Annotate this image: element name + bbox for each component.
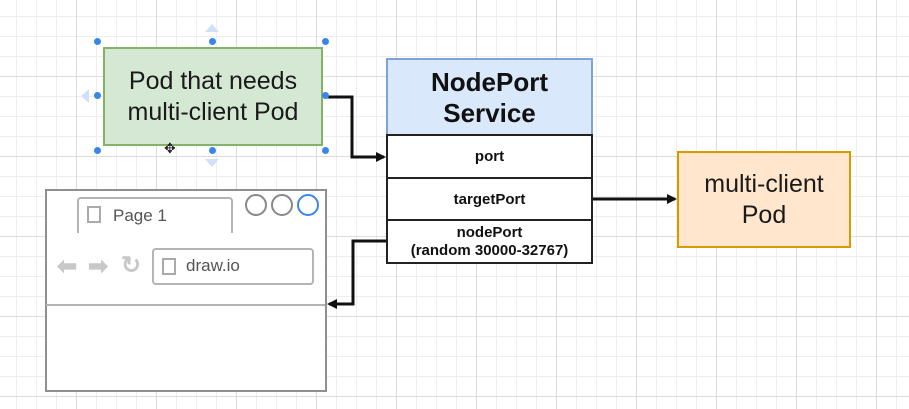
- arrow-pod-to-port: [326, 95, 386, 162]
- selection-handle[interactable]: [322, 38, 329, 45]
- page-icon: [162, 258, 176, 275]
- arrow-nodeport-to-browser: [327, 239, 386, 309]
- selection-handle[interactable]: [94, 38, 101, 45]
- back-arrow-icon: ⬅: [57, 253, 78, 280]
- refresh-icon: ↻: [121, 252, 142, 279]
- selection-handle[interactable]: [209, 147, 216, 154]
- url-text: draw.io: [186, 256, 240, 275]
- service-row-port[interactable]: port: [474, 148, 505, 165]
- forward-arrow-icon: ➡: [88, 253, 109, 280]
- window-button-circle: [297, 194, 319, 216]
- divider: [386, 177, 593, 179]
- pod-left-box[interactable]: Pod that needs multi-client Pod: [103, 47, 323, 146]
- connect-arrow-up-icon[interactable]: [205, 24, 219, 32]
- url-field: [152, 248, 314, 285]
- move-cursor-icon: ✥: [164, 140, 176, 156]
- connect-arrow-down-icon[interactable]: [205, 159, 219, 167]
- divider: [386, 219, 593, 221]
- selection-handle[interactable]: [94, 92, 101, 99]
- window-button-circle: [271, 194, 293, 216]
- selection-handle[interactable]: [322, 147, 329, 154]
- connect-arrow-left-icon[interactable]: [81, 89, 89, 103]
- tab-label: Page 1: [113, 206, 167, 225]
- page-icon: [87, 206, 101, 223]
- selection-handle[interactable]: [322, 92, 329, 99]
- service-row-nodeport[interactable]: nodePort (random 30000-32767): [410, 224, 569, 259]
- selection-handle[interactable]: [209, 38, 216, 45]
- divider: [386, 134, 593, 136]
- toolbar-divider: [46, 304, 325, 306]
- service-title: NodePort Service: [386, 58, 593, 135]
- pod-right-box[interactable]: multi-client Pod: [677, 151, 851, 248]
- browser-tab: [77, 197, 233, 233]
- selection-handle[interactable]: [94, 147, 101, 154]
- service-row-targetport[interactable]: targetPort: [453, 191, 526, 208]
- window-button-circle: [245, 194, 267, 216]
